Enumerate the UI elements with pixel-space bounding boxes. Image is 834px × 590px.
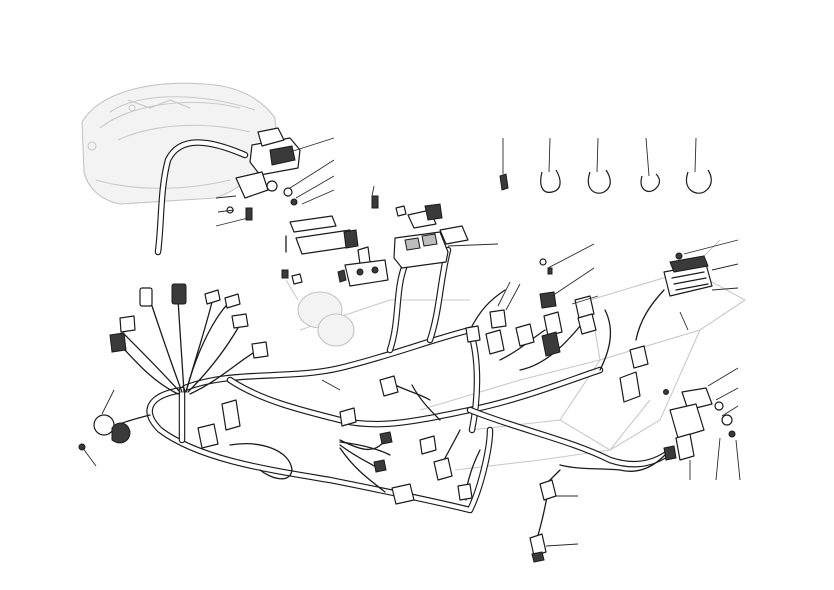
voltage-regulator [635, 252, 713, 341]
relay-assembly [226, 127, 301, 221]
clip-2 [540, 169, 561, 193]
clip-4 [640, 173, 661, 193]
clip-3 [587, 169, 611, 194]
screws [281, 195, 407, 285]
relay-cable [154, 139, 249, 256]
lambda-sensor [529, 479, 557, 563]
center-connectors [465, 258, 649, 403]
clip-5 [686, 169, 712, 194]
clip-1 [499, 173, 509, 191]
fuse-box [393, 203, 469, 269]
fuse-holders [285, 215, 371, 265]
lower-connectors [197, 375, 473, 505]
callout-leaders [81, 137, 741, 547]
branch-wires [104, 289, 666, 546]
cable-clips [499, 169, 712, 194]
starter-relay [285, 259, 389, 347]
sensor-bracket [663, 387, 736, 461]
main-harness [146, 246, 676, 514]
